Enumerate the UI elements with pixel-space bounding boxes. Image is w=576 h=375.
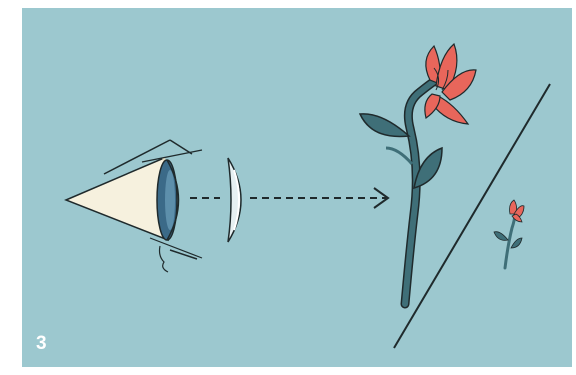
stem — [402, 77, 439, 307]
arrow-head — [373, 187, 390, 209]
lens-highlight — [233, 169, 240, 231]
petal-4 — [431, 95, 470, 125]
small-leaf-right — [510, 237, 523, 249]
eyelash-bottom — [149, 237, 203, 259]
eyelid-line-bottom — [169, 249, 198, 260]
eye-icon — [64, 139, 203, 273]
small-petal-3 — [511, 213, 523, 223]
leaf-right — [413, 146, 443, 190]
cheek-line — [158, 245, 169, 273]
panel-number: 3 — [36, 333, 47, 354]
arrow-icon — [190, 187, 390, 209]
image-plane-line — [393, 83, 551, 349]
small-flower-icon — [493, 199, 525, 270]
flower-icon — [358, 42, 477, 309]
iris-highlight — [165, 170, 175, 230]
petal-vein-2 — [441, 69, 449, 91]
eyelash-top — [141, 149, 203, 163]
twig — [385, 146, 414, 165]
lens-icon — [227, 157, 242, 243]
eyelid-line-top — [103, 139, 171, 175]
lens-body — [227, 157, 242, 243]
petal-3 — [441, 69, 477, 101]
cornea — [166, 159, 180, 241]
eyelid-line-top-2 — [169, 139, 193, 155]
leaf-left — [358, 113, 411, 138]
petal-vein-1 — [433, 67, 440, 91]
eye-cone — [64, 156, 169, 242]
small-leaf-left — [493, 231, 509, 241]
illustration-panel: 3 — [22, 8, 572, 367]
optics-diagram — [64, 42, 551, 349]
petal-5 — [424, 93, 441, 120]
